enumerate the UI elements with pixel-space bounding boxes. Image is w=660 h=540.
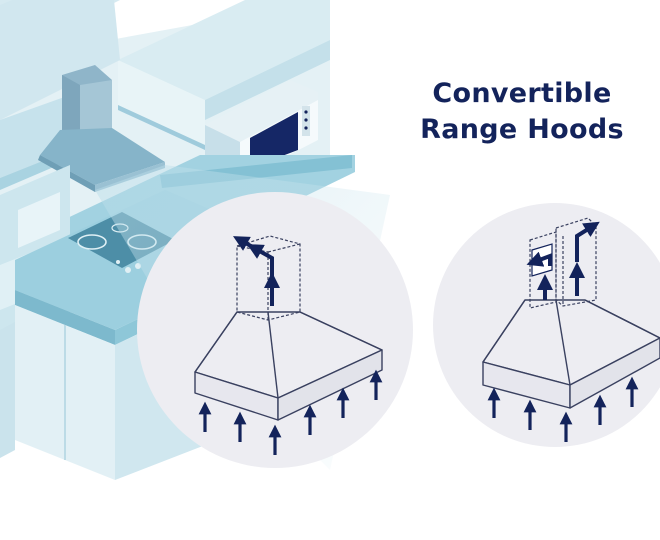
ducted-vent-diagram [137,192,413,468]
title-line-2: Range Hoods [420,114,624,145]
title-line-1: Convertible [432,78,612,109]
airflow-arrows [487,376,639,442]
page-title: Convertible Range Hoods [398,76,646,148]
recirculating-vent-diagram [433,203,660,447]
airflow-arrows [198,369,383,455]
upper-cabinet [118,0,330,100]
